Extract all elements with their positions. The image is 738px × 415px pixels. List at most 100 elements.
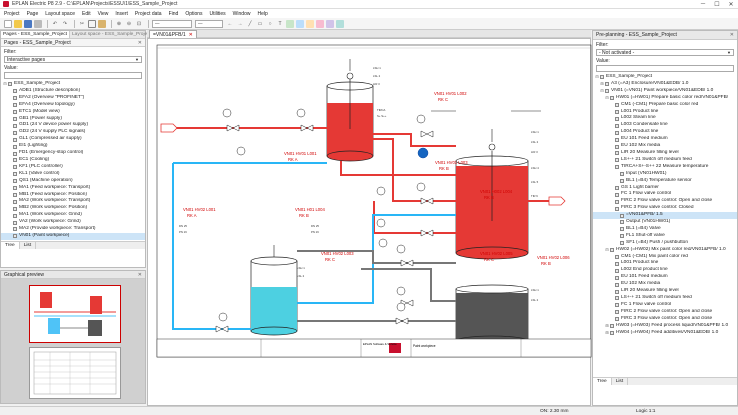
pages-tree-item[interactable]: MA2 (Provide workpiece: Transport) xyxy=(1,226,145,233)
equipment-tag[interactable]: VN01 HV02 L003 xyxy=(321,251,354,256)
expand-icon[interactable]: ⊞ xyxy=(605,329,609,335)
equipment-tag[interactable]: RK B xyxy=(439,166,449,171)
pages-tree-item[interactable]: ETC1 (Model view) xyxy=(1,109,145,116)
preplan-tree-item[interactable]: FIRC 3 Flow valve control: Closed xyxy=(593,205,737,212)
equipment-tag[interactable]: VN01 HV02 L001 xyxy=(183,207,216,212)
menu-layout-space[interactable]: Layout space xyxy=(45,10,75,17)
expand-icon[interactable]: ⊟ xyxy=(595,74,599,79)
tab-tree[interactable]: Tree xyxy=(1,242,20,249)
open-icon[interactable] xyxy=(14,19,22,28)
close-icon[interactable]: ✕ xyxy=(188,31,193,38)
preplan-tree-item[interactable]: FC 1 Flow valve control xyxy=(593,191,737,198)
preplan-tree-item[interactable]: FIRC 2 Flow valve control: Open and clos… xyxy=(593,198,737,205)
pages-tree-item[interactable]: MB1 (Feed workpiece: Position) xyxy=(1,192,145,199)
pages-tree-item[interactable]: VN01 (Paint workpiece) xyxy=(1,232,145,240)
filter-combo[interactable]: Interactive pages▼ xyxy=(4,56,142,63)
pages-tree-item[interactable]: MA1 (Feed workpiece: Transport) xyxy=(1,185,145,192)
preplan-tree-item[interactable]: EU 102 Mix media xyxy=(593,281,737,288)
tab-tree[interactable]: Tree xyxy=(593,378,612,385)
preplan-tree-item[interactable]: ⊟HW01 (=HW01) Prepare basic color red/VN… xyxy=(593,95,737,102)
preplan-tree-item[interactable]: =VN01&PFB/ 1.5 xyxy=(593,212,737,220)
pages-tree-item[interactable]: MA1 (Work workpiece: Grind) xyxy=(1,212,145,219)
preview-thumbnail-1[interactable] xyxy=(29,285,121,343)
preplan-tree-item[interactable]: BL1 (=B4) Valve xyxy=(593,226,737,233)
preplan-tree-item[interactable]: CM1 (-CM1) Mix paint color red xyxy=(593,254,737,261)
preplan-tree-item[interactable]: FIRC 2 Flow valve control: Open and clos… xyxy=(593,309,737,316)
insert-line-icon[interactable]: ╱ xyxy=(248,20,252,27)
preplan-filter-combo[interactable]: - Not activated -▼ xyxy=(596,49,734,56)
pages-tree-item[interactable]: KL1 (Valve control) xyxy=(1,171,145,178)
preplan-tree-item[interactable]: ⊟ESS_Sample_Project xyxy=(593,74,737,81)
insert-circle-icon[interactable]: ○ xyxy=(268,20,272,27)
undo-icon[interactable]: ↶ xyxy=(52,20,58,27)
plc-icon[interactable] xyxy=(336,19,344,28)
equipment-tag[interactable]: RK B xyxy=(484,195,494,200)
expand-icon[interactable]: ⊞ xyxy=(605,322,609,328)
preplan-tree-item[interactable]: GS 1 Light barrier xyxy=(593,185,737,192)
equipment-tag[interactable]: VN01 H01 L004 xyxy=(295,207,325,212)
pages-tree-item[interactable]: GD2 (24 V supply PLC signals) xyxy=(1,129,145,136)
tank-b-hw02[interactable] xyxy=(455,143,529,260)
equipment-tag[interactable]: RK C xyxy=(484,257,494,262)
pages-tree-item[interactable]: ADB1 (Structure description) xyxy=(1,88,145,95)
arrow-right-icon[interactable]: → xyxy=(237,20,243,27)
menu-find[interactable]: Find xyxy=(168,10,179,17)
tank-a-hw01[interactable] xyxy=(326,72,374,162)
preplan-tree-item[interactable]: ⊟HW02 (=HW02) Mix paint color red/VN01&P… xyxy=(593,247,737,254)
tab-list[interactable]: List xyxy=(20,242,37,249)
tab-layout-space[interactable]: Layout space - ESS_Sample_Project xyxy=(72,32,151,37)
new-icon[interactable] xyxy=(4,19,12,28)
equipment-tag[interactable]: VN01 HV02 L006 xyxy=(537,255,570,260)
preplan-tree-item[interactable]: ⊞HW03 (=HW03) Feed process liquid/VN01&P… xyxy=(593,323,737,330)
equipment-tag[interactable]: RK B xyxy=(299,213,309,218)
preplan-tree-item[interactable]: Input (VN01HW01) xyxy=(593,171,737,178)
preplan-tree-item[interactable]: EU 101 Feed medium xyxy=(593,136,737,143)
pump-icon[interactable] xyxy=(417,147,429,159)
symbol-icon[interactable] xyxy=(286,19,294,28)
menu-page[interactable]: Page xyxy=(26,10,39,17)
scale-combo[interactable]: — xyxy=(195,19,223,28)
preplan-tree-item[interactable]: CM1 (-CM1) Prepare basic color red xyxy=(593,102,737,109)
instrument-icons[interactable] xyxy=(218,108,426,322)
menu-options[interactable]: Options xyxy=(185,10,203,17)
minimize-button[interactable]: ─ xyxy=(700,0,706,7)
preplan-tree-item[interactable]: FL1 Shut-off valve xyxy=(593,233,737,240)
insert-text-icon[interactable]: T xyxy=(278,20,282,27)
equipment-tag[interactable]: VN01 HV02 L005 xyxy=(480,251,513,256)
preview-thumbnail-2[interactable] xyxy=(29,347,121,399)
equipment-tag[interactable]: VN01 HV01 L001 xyxy=(284,151,317,156)
layer-combo[interactable]: — xyxy=(152,19,192,28)
save-icon[interactable] xyxy=(24,19,32,28)
pages-tree-item[interactable]: GD1 (24 V device power supply) xyxy=(1,122,145,129)
expand-icon[interactable]: ⊟ xyxy=(605,246,609,252)
close-button[interactable]: ✕ xyxy=(728,1,734,8)
equipment-tag[interactable]: RK A xyxy=(288,157,298,162)
expand-icon[interactable]: ⊟ xyxy=(3,81,7,86)
tab-active-page[interactable]: =VN01&PFB/1✕ xyxy=(149,30,197,38)
pages-tree-item[interactable]: GL1 (Compressed air supply) xyxy=(1,136,145,143)
preplan-tree-item[interactable]: TIRCA+S+-S++ 22 Measure temperature xyxy=(593,164,737,171)
preplan-tree-item[interactable]: L003 Condensate line xyxy=(593,122,737,129)
pages-tree-item[interactable]: EFA4 (Overview topology) xyxy=(1,102,145,109)
pages-tree-item[interactable]: QS1 (Machine operation) xyxy=(1,178,145,185)
preplan-tree-item[interactable]: FIRC 3 Flow valve control: Open and clos… xyxy=(593,316,737,323)
preplan-tree-item[interactable]: BL1 (=B4) Temperature sensor xyxy=(593,178,737,185)
tank-c-hw03[interactable] xyxy=(250,256,298,336)
preplan-tree-item[interactable]: SF1 (=B4) Push / pushbutton xyxy=(593,240,737,247)
arrow-left-icon[interactable]: ← xyxy=(227,20,233,27)
expand-icon[interactable]: ⊟ xyxy=(605,94,609,100)
menu-project-data[interactable]: Project data xyxy=(134,10,162,17)
preplan-tree-item[interactable]: LS+-+ 21 Switch off medium feed xyxy=(593,295,737,302)
menu-window[interactable]: Window xyxy=(232,10,251,17)
pages-tree-item[interactable]: FD1 (Emergency-stop control) xyxy=(1,150,145,157)
menu-view[interactable]: View xyxy=(97,10,109,17)
device-icon[interactable] xyxy=(296,19,304,28)
pages-tree-item[interactable]: MB2 (Work workpiece: Position) xyxy=(1,205,145,212)
expand-icon[interactable]: ⊟ xyxy=(600,87,604,93)
preplan-tree-item[interactable]: L002 End product line xyxy=(593,267,737,274)
zoom-in-icon[interactable]: ⊕ xyxy=(116,20,122,27)
valve-icons[interactable] xyxy=(215,124,434,333)
preplan-tree-item[interactable]: L002 Steam line xyxy=(593,115,737,122)
maximize-button[interactable]: ☐ xyxy=(714,1,720,8)
